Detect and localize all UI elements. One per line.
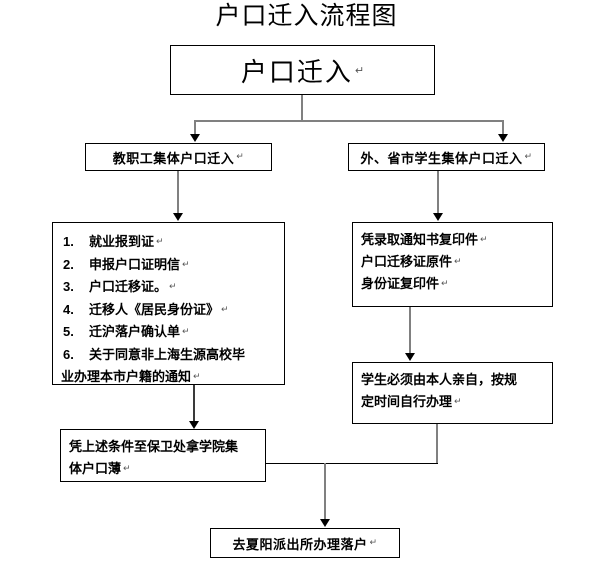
node-root-label: 户口迁入 [240,57,353,87]
text-line-label: 体户口薄 [69,461,122,476]
list-item-number: 5. [63,324,74,339]
list-item: 5. 迁沪落户确认单↵ [63,321,278,344]
arrowhead-security-icon [189,421,199,429]
text-line: 凭上述条件至保卫处拿学院集 [69,436,257,458]
node-final: 去夏阳派出所办理落户↵ [210,528,400,558]
list-item-number: 4. [63,301,74,317]
list-item-number: 6. [63,346,74,362]
list-item-label: 申报户口证明信 [89,256,181,272]
connector-inperson-merge-horizontal [325,463,438,464]
list-item: 4. 迁移人《居民身份证》↵ [63,299,278,322]
list-item: 3. 户口迁移证。↵ [63,276,278,299]
node-security-office: 凭上述条件至保卫处拿学院集 体户口薄↵ [60,429,266,482]
text-line-label: 凭录取通知书复印件 [361,232,479,247]
paragraph-mark-icon: ↵ [221,304,229,315]
text-line-label: 身份证复印件 [361,276,440,291]
connector-merge-to-final [324,463,326,521]
list-item: 1. 就业报到证↵ [63,231,278,254]
connector-docs-to-inperson [409,307,411,355]
connector-inperson-down [436,424,438,464]
node-staff-label: 教职工集体户口迁入 [112,150,235,166]
list-item-number: 1. [63,234,74,249]
text-line-label: 定时间自行办理 [361,394,453,409]
text-line-label: 凭上述条件至保卫处拿学院集 [69,439,239,454]
node-final-label: 去夏阳派出所办理落户 [232,536,368,552]
text-line: 身份证复印件↵ [361,273,544,295]
paragraph-mark-icon: ↵ [182,327,190,337]
connector-root-stem [301,95,303,122]
text-line: 凭录取通知书复印件↵ [361,229,544,251]
list-item-continuation: 业办理本市户籍的通知↵ [61,366,278,389]
paragraph-mark-icon: ↵ [480,235,488,245]
connector-split-bar [194,120,504,122]
node-student: 外、省市学生集体户口迁入↵ [348,143,545,171]
text-line: 体户口薄↵ [69,458,257,480]
list-item-label: 就业报到证 [89,234,155,249]
list-item: 6. 关于同意非上海生源高校毕 [63,344,278,367]
paragraph-mark-icon: ↵ [193,372,201,382]
list-item-number: 2. [63,256,74,272]
arrowhead-to-staff-icon [190,134,200,142]
arrowhead-to-student-icon [498,134,508,142]
list-item: 2. 申报户口证明信↵ [63,254,278,277]
connector-student-to-docs [437,171,439,215]
text-line: 户口迁移证原件↵ [361,251,544,273]
list-item-number: 3. [63,279,74,294]
node-staff-documents: 1.就业报到证↵ 2.申报户口证明信↵ 3.户口迁移证。↵ 4.迁移人《居民身份… [52,222,285,385]
list-item-label: 户口迁移证。 [89,279,168,294]
node-student-label: 外、省市学生集体户口迁入 [360,150,523,166]
connector-security-merge-horizontal [266,463,326,464]
paragraph-mark-icon: ↵ [123,464,131,474]
arrowhead-staff-docs-icon [173,213,183,221]
list-item-label: 迁沪落户确认单 [89,324,181,339]
node-root: 户口迁入↵ [170,45,435,95]
arrowhead-inperson-icon [405,353,415,361]
connector-staff-to-docs [177,171,179,215]
text-line: 学生必须由本人亲自，按规 [361,369,544,391]
paragraph-mark-icon: ↵ [182,259,190,270]
connector-to-student [502,120,504,136]
paragraph-mark-icon: ↵ [236,152,245,162]
connector-to-staff [194,120,196,136]
node-student-documents: 凭录取通知书复印件↵ 户口迁移证原件↵ 身份证复印件↵ [352,222,553,307]
paragraph-mark-icon: ↵ [169,282,177,292]
connector-docs-to-security [193,385,195,423]
text-line: 定时间自行办理↵ [361,391,544,413]
list-item-label: 关于同意非上海生源高校毕 [89,346,246,362]
arrowhead-student-docs-icon [433,213,443,221]
paragraph-mark-icon: ↵ [441,279,449,289]
arrowhead-final-icon [320,519,330,527]
paragraph-mark-icon: ↵ [369,538,378,548]
list-item-continuation-label: 业办理本市户籍的通知 [61,369,192,384]
paragraph-mark-icon: ↵ [354,63,365,77]
paragraph-mark-icon: ↵ [156,237,164,247]
paragraph-mark-icon: ↵ [454,257,462,267]
paragraph-mark-icon: ↵ [454,397,462,407]
page-title: 户口迁入流程图 [215,3,398,30]
node-student-inperson: 学生必须由本人亲自，按规 定时间自行办理↵ [352,362,553,424]
text-line-label: 户口迁移证原件 [361,254,453,269]
paragraph-mark-icon: ↵ [524,152,533,162]
list-item-label: 迁移人《居民身份证》 [89,301,220,317]
text-line-label: 学生必须由本人亲自，按规 [361,372,518,387]
node-staff: 教职工集体户口迁入↵ [85,143,272,171]
